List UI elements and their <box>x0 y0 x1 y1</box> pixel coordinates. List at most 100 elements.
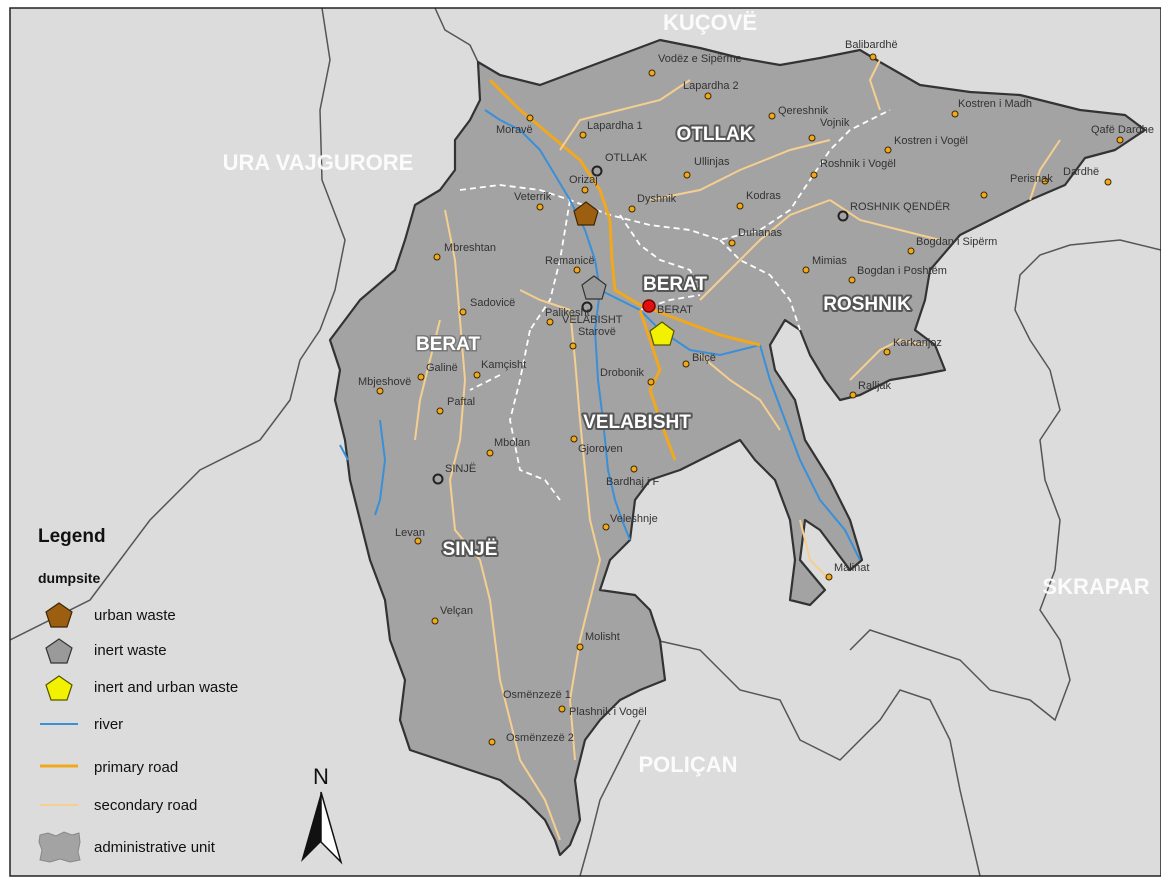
settlement-label: Vojnik <box>820 117 850 129</box>
settlement-label: Perisnak <box>1010 173 1053 185</box>
settlement-label: Bilçë <box>692 352 716 364</box>
settlement-label: Dardhë <box>1063 166 1099 178</box>
settlement-label: Karkanjoz <box>893 337 942 349</box>
dumpsite-urban-waste-icon <box>573 201 599 226</box>
unit-label-sinje: SINJË <box>443 539 498 560</box>
center-roshnik-qender <box>837 210 849 222</box>
settlement-label: Ralljak <box>858 380 892 392</box>
settlement-label: Molisht <box>585 631 620 643</box>
region-label-kucove: KUÇOVË <box>663 10 757 35</box>
settlement-dots <box>376 53 1124 746</box>
settlement-label: Paftal <box>447 396 475 408</box>
region-label-ura-vajgurore: URA VAJGURORE <box>223 150 414 175</box>
dumpsite-inert-waste-icon <box>581 275 607 300</box>
dumpsite-inert-urban-waste-icon <box>649 321 675 346</box>
north-arrow: N <box>301 764 343 865</box>
settlement-label: Mimias <box>812 255 847 267</box>
unit-label-berat-west: BERAT <box>416 334 480 355</box>
settlement-label: Kostren i Vogël <box>894 135 968 147</box>
neighbor-boundaries <box>9 7 1161 877</box>
river-west-small <box>339 444 349 461</box>
primary-roads <box>488 78 761 461</box>
river-south <box>593 289 631 541</box>
settlement-label: Qafë Dardhe <box>1091 124 1154 136</box>
river-east <box>759 344 861 561</box>
legend-label-inert-urban-waste: inert and urban waste <box>94 679 238 696</box>
settlement-label: BERAT <box>657 304 693 316</box>
center-velabisht <box>581 301 593 313</box>
settlement-label: Bogdan i Poshtëm <box>857 265 947 277</box>
settlement-label: Bogdan i Sipërm <box>916 236 997 248</box>
center-berat-red <box>642 299 656 313</box>
settlement-label: Malinat <box>834 562 869 574</box>
settlement-label: Plashnik i Vogël <box>569 706 647 718</box>
settlement-label: Lapardha 2 <box>683 80 739 92</box>
settlement-label: Kodras <box>746 190 781 202</box>
settlement-labels: Vodëz e Sipërme Lapardha 2 Balibardhë Qe… <box>358 39 1154 744</box>
river-osum <box>484 109 761 357</box>
admin-centers <box>432 165 849 485</box>
legend-inert-waste-icon <box>45 638 73 664</box>
legend-title: Legend <box>38 526 106 547</box>
unit-label-otllak: OTLLAK <box>676 124 753 145</box>
settlement-label: Veterrik <box>514 191 552 203</box>
settlement-label: Dyshnik <box>637 193 677 205</box>
settlement-label: Orizaj <box>569 174 598 186</box>
settlement-label: Balibardhë <box>845 39 898 51</box>
settlement-label: Moravë <box>496 124 533 136</box>
settlement-label: Drobonik <box>600 367 645 379</box>
rivers <box>339 109 861 561</box>
settlement-label: Veleshnje <box>610 513 658 525</box>
unit-label-roshnik: ROSHNIK <box>823 294 911 315</box>
region-label-skrapar: SKRAPAR <box>1042 574 1149 599</box>
internal-boundaries <box>459 109 891 501</box>
settlement-label: Lapardha 1 <box>587 120 643 132</box>
legend-admin-unit-swatch <box>38 831 81 863</box>
legend-label-admin-unit: administrative unit <box>94 839 216 856</box>
center-otllak <box>591 165 603 177</box>
settlement-label: Bardhaj i F <box>606 476 659 488</box>
settlement-label: Mbolan <box>494 437 530 449</box>
legend-label-urban-waste: urban waste <box>94 607 176 624</box>
settlement-label: OTLLAK <box>605 152 648 164</box>
secondary-roads <box>414 59 1061 841</box>
settlement-label: Vodëz e Sipërme <box>658 53 742 65</box>
unit-label-velabisht: VELABISHT <box>583 412 691 433</box>
settlement-label: Galinë <box>426 362 458 374</box>
settlement-label: SINJË <box>445 463 476 475</box>
settlement-label: Kamçisht <box>481 359 526 371</box>
legend-inert-urban-waste-icon <box>45 675 73 701</box>
settlement-label: Velçan <box>440 605 473 617</box>
settlement-label: Qereshnik <box>778 105 829 117</box>
region-label-polican: POLIÇAN <box>639 752 738 777</box>
settlement-label: Palikesht <box>545 307 590 319</box>
map-frame <box>9 7 1161 877</box>
north-arrow-icon <box>301 792 321 862</box>
settlement-label: Osmënzezë 1 <box>503 689 571 701</box>
settlement-label: Osmënzezë 2 <box>506 732 574 744</box>
settlement-label: Mbjeshovë <box>358 376 411 388</box>
center-sinje <box>432 473 444 485</box>
legend-label-river: river <box>94 716 123 733</box>
legend-label-secondary-road: secondary road <box>94 797 197 814</box>
legend-label-inert-waste: inert waste <box>94 642 167 659</box>
settlement-label: Mbreshtan <box>444 242 496 254</box>
settlement-label: Roshnik i Vogël <box>820 158 896 170</box>
north-arrow-icon-outline <box>320 791 343 865</box>
settlement-label: Duhanas <box>738 227 783 239</box>
settlement-label: Gjoroven <box>578 443 623 455</box>
unit-label-berat-center: BERAT <box>643 274 707 295</box>
north-label: N <box>313 764 329 789</box>
settlement-label: Starovë <box>578 326 616 338</box>
legend-label-primary-road: primary road <box>94 759 178 776</box>
berat-municipality-polygon <box>328 38 1147 857</box>
legend-urban-waste-icon <box>45 602 73 628</box>
settlement-label: Kostren i Madh <box>958 98 1032 110</box>
river-west <box>374 419 387 516</box>
settlement-label: VELABISHT <box>562 314 623 326</box>
settlement-label: ROSHNIK QENDËR <box>850 201 950 213</box>
settlement-label: Remanicë <box>545 255 595 267</box>
legend-subtitle: dumpsite <box>38 570 100 586</box>
settlement-label: Sadovicë <box>470 297 515 309</box>
